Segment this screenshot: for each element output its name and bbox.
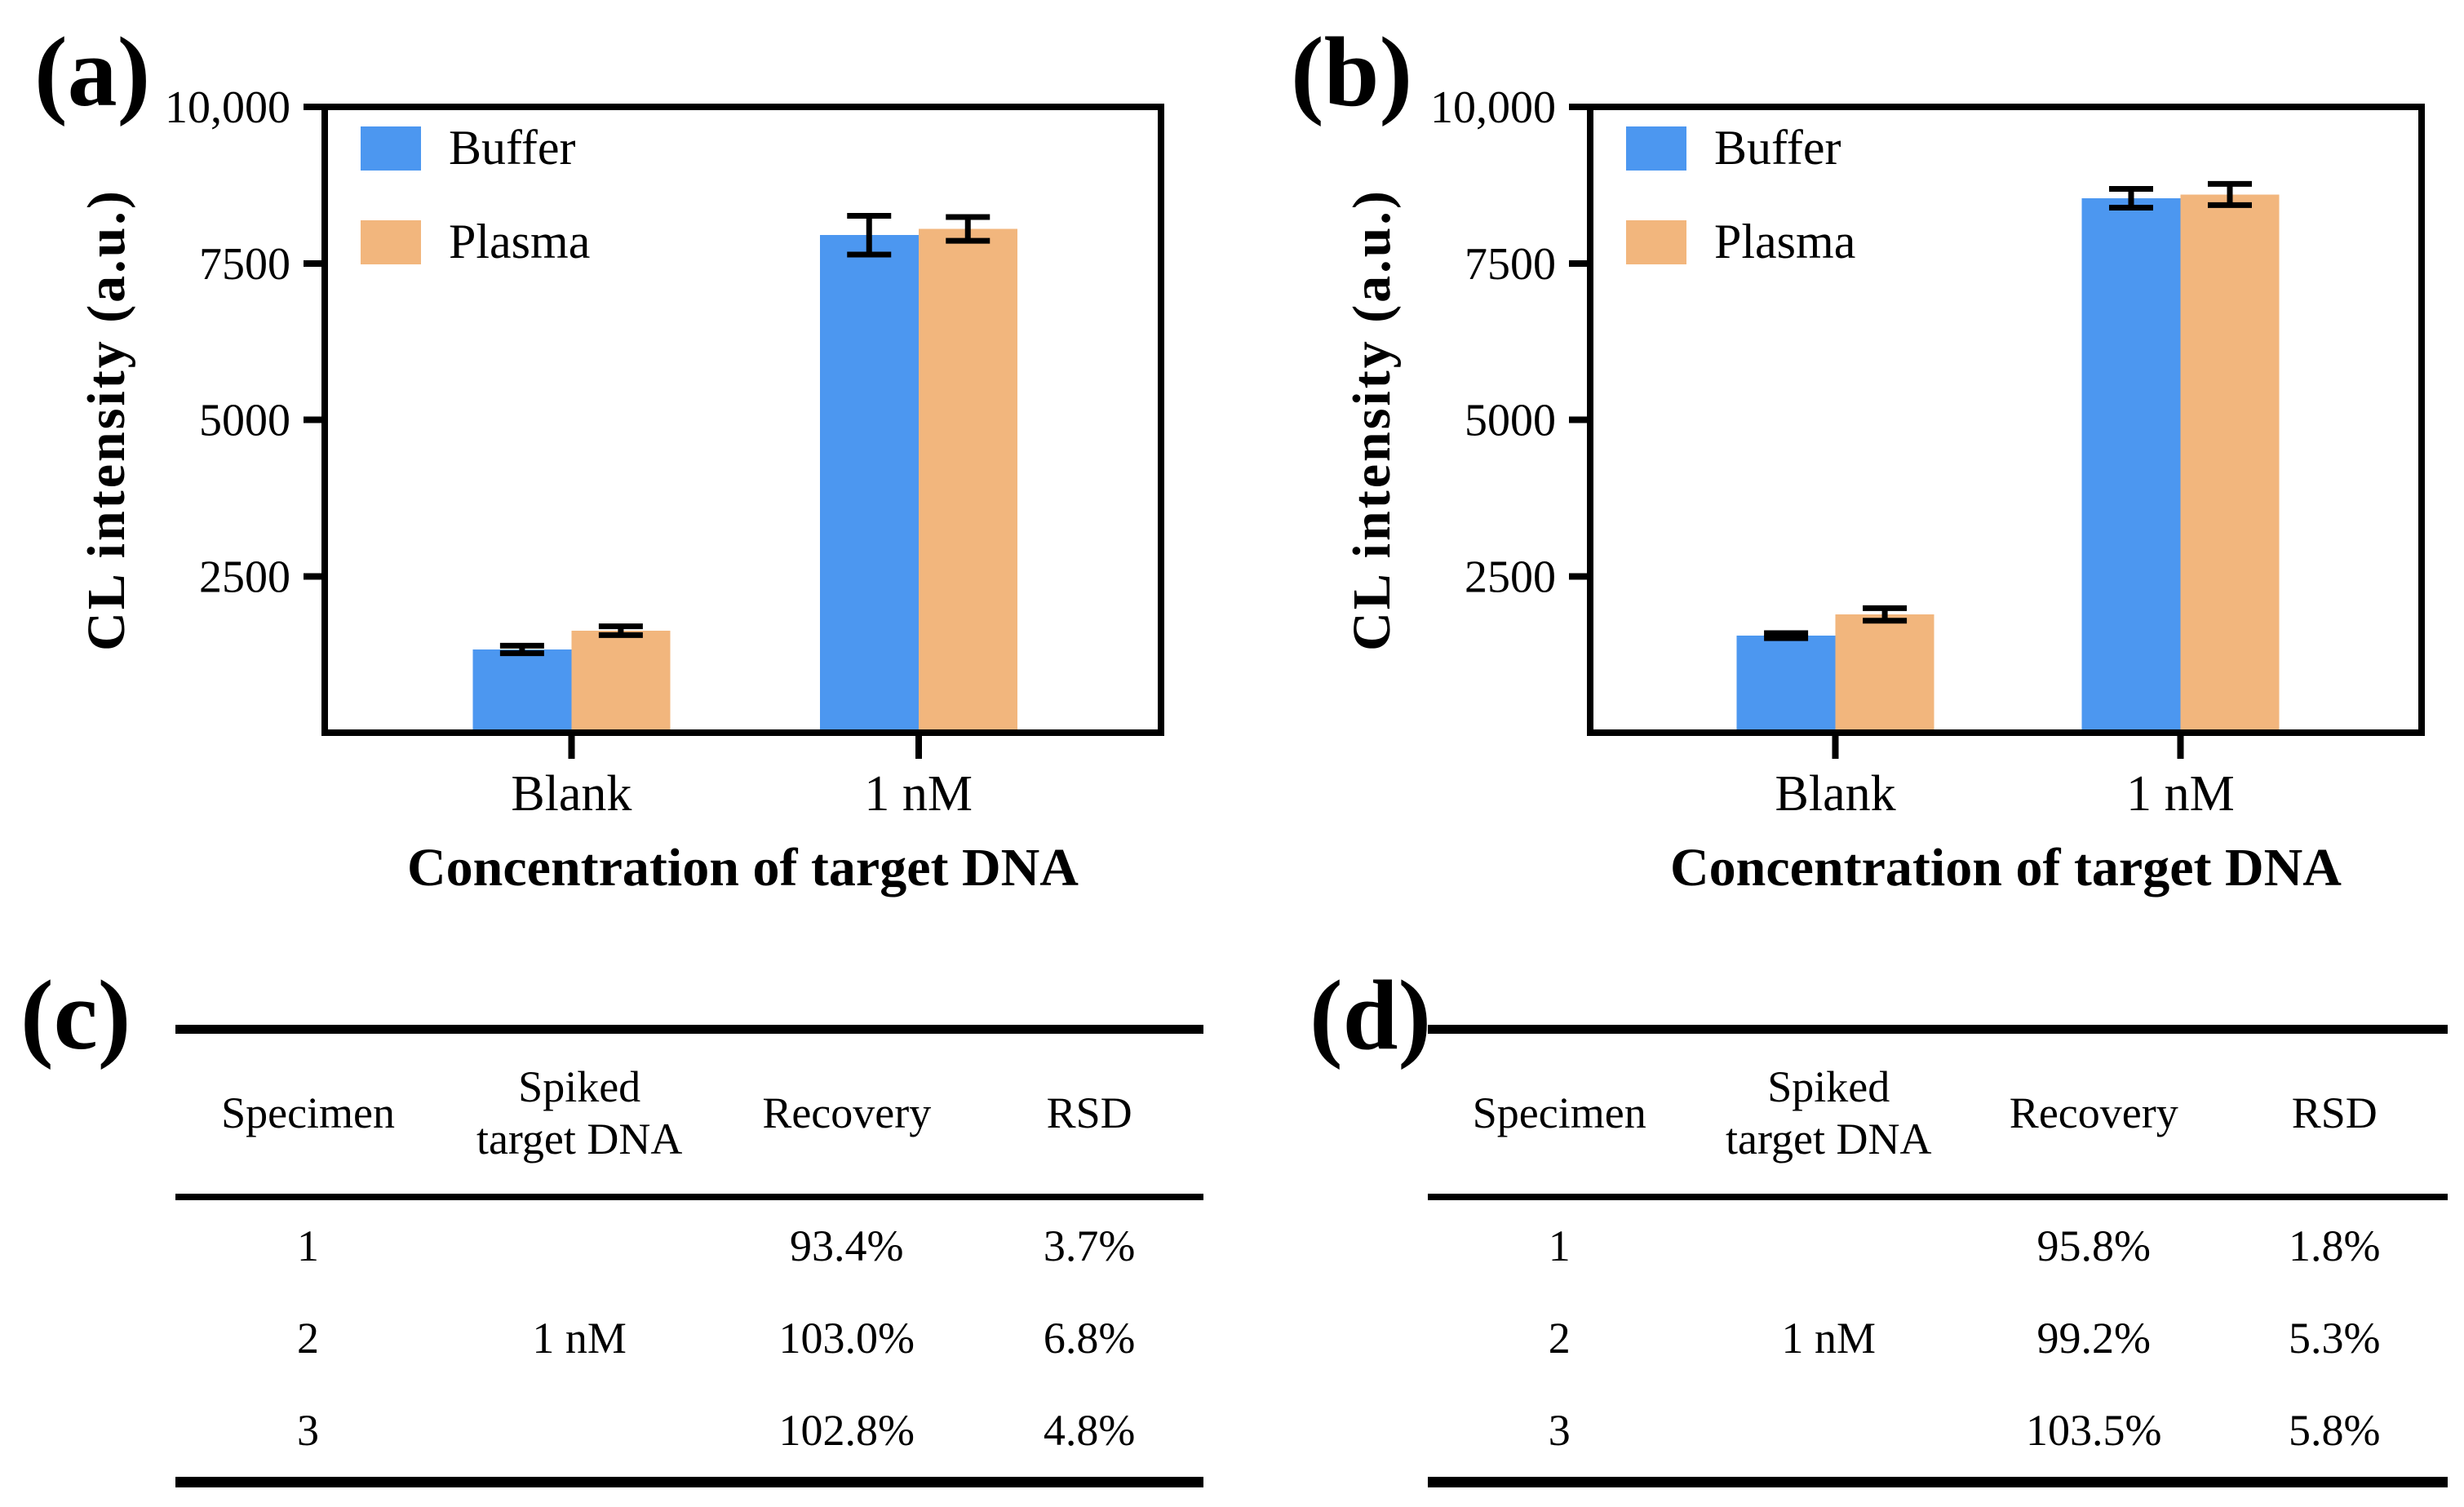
- bar-buffer-1-nm: [819, 235, 919, 733]
- cell-recovery: 95.8%: [2036, 1221, 2151, 1271]
- y-tick-label: 7500: [1465, 239, 1556, 290]
- cell-spiked-target-dna: [1691, 1197, 1967, 1292]
- cell-rsd: 1.8%: [2289, 1221, 2381, 1271]
- plot-frame: [321, 104, 1164, 736]
- table-body: 1 93.4% 3.7% 2 1 nM 103.0% 6.8% 3 102.8% 4.8%: [175, 1197, 1203, 1483]
- cell-rsd: 3.7%: [1043, 1221, 1136, 1271]
- cell-specimen: 1: [1548, 1221, 1571, 1271]
- x-axis-title: Concentration of target DNA: [1670, 838, 2342, 898]
- cell-rsd: 5.3%: [2289, 1314, 2381, 1363]
- x-category-label: Blank: [1775, 766, 1896, 822]
- cell-specimen: 1: [297, 1221, 320, 1271]
- y-tick-label: 10,000: [165, 82, 290, 133]
- cell-recovery: 103.5%: [2026, 1406, 2162, 1456]
- legend-swatch-plasma: [361, 220, 421, 264]
- cell-specimen: 3: [297, 1406, 320, 1456]
- table-row: 3 102.8% 4.8%: [175, 1385, 1203, 1483]
- column-header-recovery: Recovery: [762, 1088, 932, 1137]
- panel-label-d: (d): [1310, 960, 1432, 1070]
- cell-specimen: 3: [1548, 1406, 1571, 1456]
- y-axis-title: CL intensity (a.u.): [77, 188, 136, 651]
- cell-spiked-target-dna: 1 nM: [532, 1314, 627, 1363]
- bar-plasma-blank: [571, 630, 671, 733]
- y-tick-label: 2500: [199, 552, 290, 602]
- cell-rsd: 4.8%: [1043, 1406, 1136, 1456]
- y-tick-label: 10,000: [1430, 82, 1556, 133]
- table-row: 2 1 nM 99.2% 5.3%: [1428, 1292, 2448, 1385]
- column-header-specimen: Specimen: [221, 1088, 396, 1137]
- cell-specimen: 2: [297, 1314, 320, 1363]
- column-header-specimen: Specimen: [1472, 1088, 1646, 1137]
- cell-specimen: 2: [1548, 1314, 1571, 1363]
- table-row: 2 1 nM 103.0% 6.8%: [175, 1292, 1203, 1385]
- bar-buffer-blank: [1736, 636, 1836, 733]
- cell-spiked-target-dna: [441, 1197, 718, 1292]
- legend-label-plasma: Plasma: [1714, 215, 1855, 268]
- cell-recovery: 93.4%: [790, 1221, 904, 1271]
- legend-swatch-buffer: [361, 126, 421, 171]
- table-row: 1 95.8% 1.8%: [1428, 1197, 2448, 1292]
- x-category-label: 1 nM: [864, 766, 973, 822]
- bar-buffer-1-nm: [2081, 197, 2181, 733]
- legend-swatch-plasma: [1626, 220, 1686, 264]
- legend-label-buffer: Buffer: [449, 121, 576, 175]
- cell-spiked-target-dna: [441, 1385, 718, 1483]
- plot-frame: [1587, 104, 2425, 736]
- y-tick-label: 7500: [199, 239, 290, 290]
- cell-recovery: 99.2%: [2036, 1314, 2151, 1363]
- table-row: 1 93.4% 3.7%: [175, 1197, 1203, 1292]
- cell-recovery: 103.0%: [778, 1314, 915, 1363]
- y-tick-label: 5000: [1465, 396, 1556, 446]
- bar-plasma-blank: [1835, 614, 1934, 733]
- legend-swatch-buffer: [1626, 126, 1686, 171]
- panel-label-b: (b): [1291, 17, 1413, 127]
- cell-rsd: 5.8%: [2289, 1406, 2381, 1456]
- panel-label-c: (c): [20, 960, 131, 1070]
- bar-plasma-1-nm: [2180, 194, 2280, 733]
- table-body: 1 95.8% 1.8% 2 1 nM 99.2% 5.3% 3 103.5% 5.8%: [1428, 1197, 2448, 1483]
- column-header-rsd: RSD: [1046, 1088, 1132, 1137]
- x-category-label: 1 nM: [2126, 766, 2235, 822]
- bar-buffer-blank: [472, 649, 572, 733]
- y-axis-title: CL intensity (a.u.): [1342, 188, 1402, 651]
- bar-plasma-1-nm: [918, 228, 1017, 733]
- table-row: 3 103.5% 5.8%: [1428, 1385, 2448, 1483]
- column-header-rsd: RSD: [2291, 1088, 2378, 1137]
- y-tick-label: 2500: [1465, 552, 1556, 602]
- cell-spiked-target-dna: 1 nM: [1781, 1314, 1876, 1363]
- cell-recovery: 102.8%: [778, 1406, 915, 1456]
- x-category-label: Blank: [511, 766, 632, 822]
- legend-label-buffer: Buffer: [1714, 121, 1841, 175]
- cell-rsd: 6.8%: [1043, 1314, 1136, 1363]
- column-header-recovery: Recovery: [2009, 1088, 2178, 1137]
- x-axis-title: Concentration of target DNA: [407, 838, 1079, 898]
- cell-spiked-target-dna: [1691, 1385, 1967, 1483]
- legend-label-plasma: Plasma: [449, 215, 590, 268]
- y-tick-label: 5000: [199, 396, 290, 446]
- panel-label-a: (a): [34, 17, 151, 127]
